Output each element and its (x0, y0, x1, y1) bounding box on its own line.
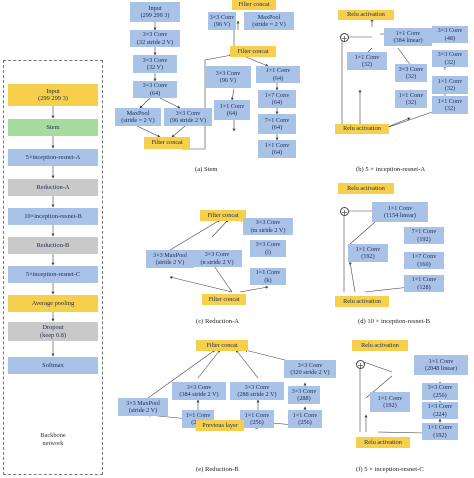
stem-conv11: 1×1 Conv (64) (258, 140, 296, 158)
backbone-reduction-b: Reduction-B (8, 237, 98, 254)
resnet-a-plus-icon: + (340, 33, 349, 43)
stem-concat3: Filter concat (232, 0, 276, 10)
resnet-a-relu-top: Relu activation (338, 10, 394, 20)
stem-conv5: 3×3 Conv (96 V) (208, 12, 236, 30)
stem-conv7: 1×1 Conv (64) (214, 100, 250, 120)
reduction-b-c3c: 1×1 Conv (256) (288, 410, 322, 428)
caption-reduction-b: (e) Reduction-B (196, 466, 239, 473)
reduction-a-conv-l: 3×3 Conv (l) (250, 240, 286, 257)
stem-input: Input (299 299 3) (130, 2, 180, 22)
resnet-c-b2c: 1×1 Conv (192) (422, 423, 458, 440)
backbone-title: Backbone network (40, 432, 66, 447)
reduction-a-bottom: Filter concat (202, 294, 246, 305)
resnet-b-b2b: 1×7 Conv (160) (404, 252, 444, 269)
resnet-b-b1: 1×1 Conv (192) (348, 244, 388, 262)
resnet-a-b2a: 3×3 Conv (32) (395, 64, 427, 82)
resnet-a-b3b: 3×3 Conv (32) (432, 50, 468, 67)
stem-conv9: 7×1 Conv (64) (258, 114, 296, 134)
stem-concat1: Filter concat (144, 137, 190, 149)
stem-concat2: Filter concat (230, 46, 276, 57)
reduction-b-c3a: 3×3 Conv (320 stride 2 V) (284, 360, 336, 378)
reduction-b-c2b: 1×1 Conv (256) (240, 410, 274, 428)
resnet-b-linear: 1×1 Conv (1154 linear) (372, 202, 428, 222)
resnet-b-relu-bottom: Relu activation (335, 296, 389, 307)
reduction-a-concat: Filter concat (200, 210, 246, 221)
resnet-c-linear: 1×1 Conv (2048 linear) (414, 355, 468, 375)
resnet-b-b2c: 1×1 Conv (128) (404, 275, 444, 292)
reduction-a-conv-n: 3×3 Conv (n stride 2 V) (192, 250, 242, 267)
resnet-b-b2a: 7×1 Conv (192) (404, 227, 444, 244)
stem-maxpool2: MaxPool (stride = 2 V) (244, 12, 294, 30)
reduction-b-c3b: 3×3 Conv (288) (288, 386, 320, 404)
reduction-b-c1a: 3×3 Conv (384 stride 2 V) (172, 382, 226, 400)
resnet-c-relu-top: Relu activation (352, 340, 408, 351)
resnet-c-b2b: 1×3 Conv (224) (422, 402, 458, 419)
resnet-a-b2b: 1×1 Conv (32) (395, 90, 427, 108)
backbone-resnet-b: 10×inception-resnet-B (8, 208, 98, 225)
resnet-b-relu-top: Relu activation (338, 183, 394, 194)
resnet-c-b1: 1×1 Conv (192) (370, 392, 410, 412)
backbone-input: Input (299 299 3) (8, 84, 98, 106)
stem-conv3: 3×3 Conv (64) (133, 81, 177, 98)
resnet-c-b2a: 3×3 Conv (256) (422, 383, 458, 400)
caption-resnet-b: (d) 10 × inception-resnet-B (358, 318, 431, 325)
resnet-a-b3a: 3×3 Conv (48) (432, 26, 468, 43)
backbone-reduction-a: Reduction-A (8, 179, 98, 196)
resnet-a-b3c: 1×1 Conv (32) (432, 76, 468, 94)
stem-maxpool: MaxPool (stride = 2 V) (115, 108, 161, 126)
backbone-resnet-a: 5×inception-resnet-A (8, 149, 98, 166)
reduction-a-conv-k: 1×1 Conv (k) (250, 268, 286, 285)
reduction-b-c2a: 3×3 Conv (288 stride 2 V) (230, 382, 284, 400)
stem-conv10: 1×1 Conv (64) (256, 66, 300, 83)
reduction-a-maxpool: 3×3 MaxPool (stride 2 V) (146, 250, 194, 268)
resnet-c-plus-icon: + (356, 360, 365, 370)
reduction-b-bottom: Previous layer (196, 420, 244, 431)
backbone-average-pooling: Average pooling (8, 295, 98, 312)
resnet-a-b3d: 1×1 Conv (32) (432, 96, 468, 114)
resnet-a-relu-bottom: Relu activation (335, 124, 389, 134)
backbone-softmax: Softmax (8, 357, 98, 374)
stem-conv1: 3×3 Conv (32 stride 2 V) (130, 30, 180, 47)
resnet-c-relu-bottom: Relu activation (356, 437, 410, 448)
stem-conv8: 1×7 Conv (64) (258, 90, 296, 108)
resnet-b-plus-icon: + (340, 207, 349, 217)
caption-reduction-a: (c) Reduction-A (196, 318, 240, 325)
reduction-b-maxpool: 3×3 MaxPool (stride 2 V) (118, 398, 168, 416)
caption-stem: (a) Stem (195, 166, 218, 173)
reduction-b-concat: Filter concat (196, 340, 248, 351)
reduction-a-conv-m: 3×3 Conv (m stride 2 V) (243, 218, 293, 235)
backbone-resnet-c: 5×inception-resnet-C (8, 266, 98, 283)
caption-resnet-a: (b) 5 × inception-resnet-A (356, 166, 426, 173)
backbone-dropout: Dropout (keep 0.8) (8, 322, 98, 341)
backbone-stem: Stem (8, 119, 98, 136)
backbone-panel (3, 60, 103, 475)
stem-conv6: 3×3 Conv (96 V) (205, 66, 251, 88)
resnet-a-b1: 1×1 Conv (32) (347, 52, 387, 70)
stem-conv4: 3×3 Conv (96 stride 2 V) (164, 108, 212, 126)
caption-resnet-c: (f) 5 × inception-resnet-C (356, 466, 424, 473)
stem-conv2: 3×3 Conv (32 V) (133, 55, 177, 73)
resnet-a-linear: 1×1 Conv (384 linear) (384, 28, 432, 46)
